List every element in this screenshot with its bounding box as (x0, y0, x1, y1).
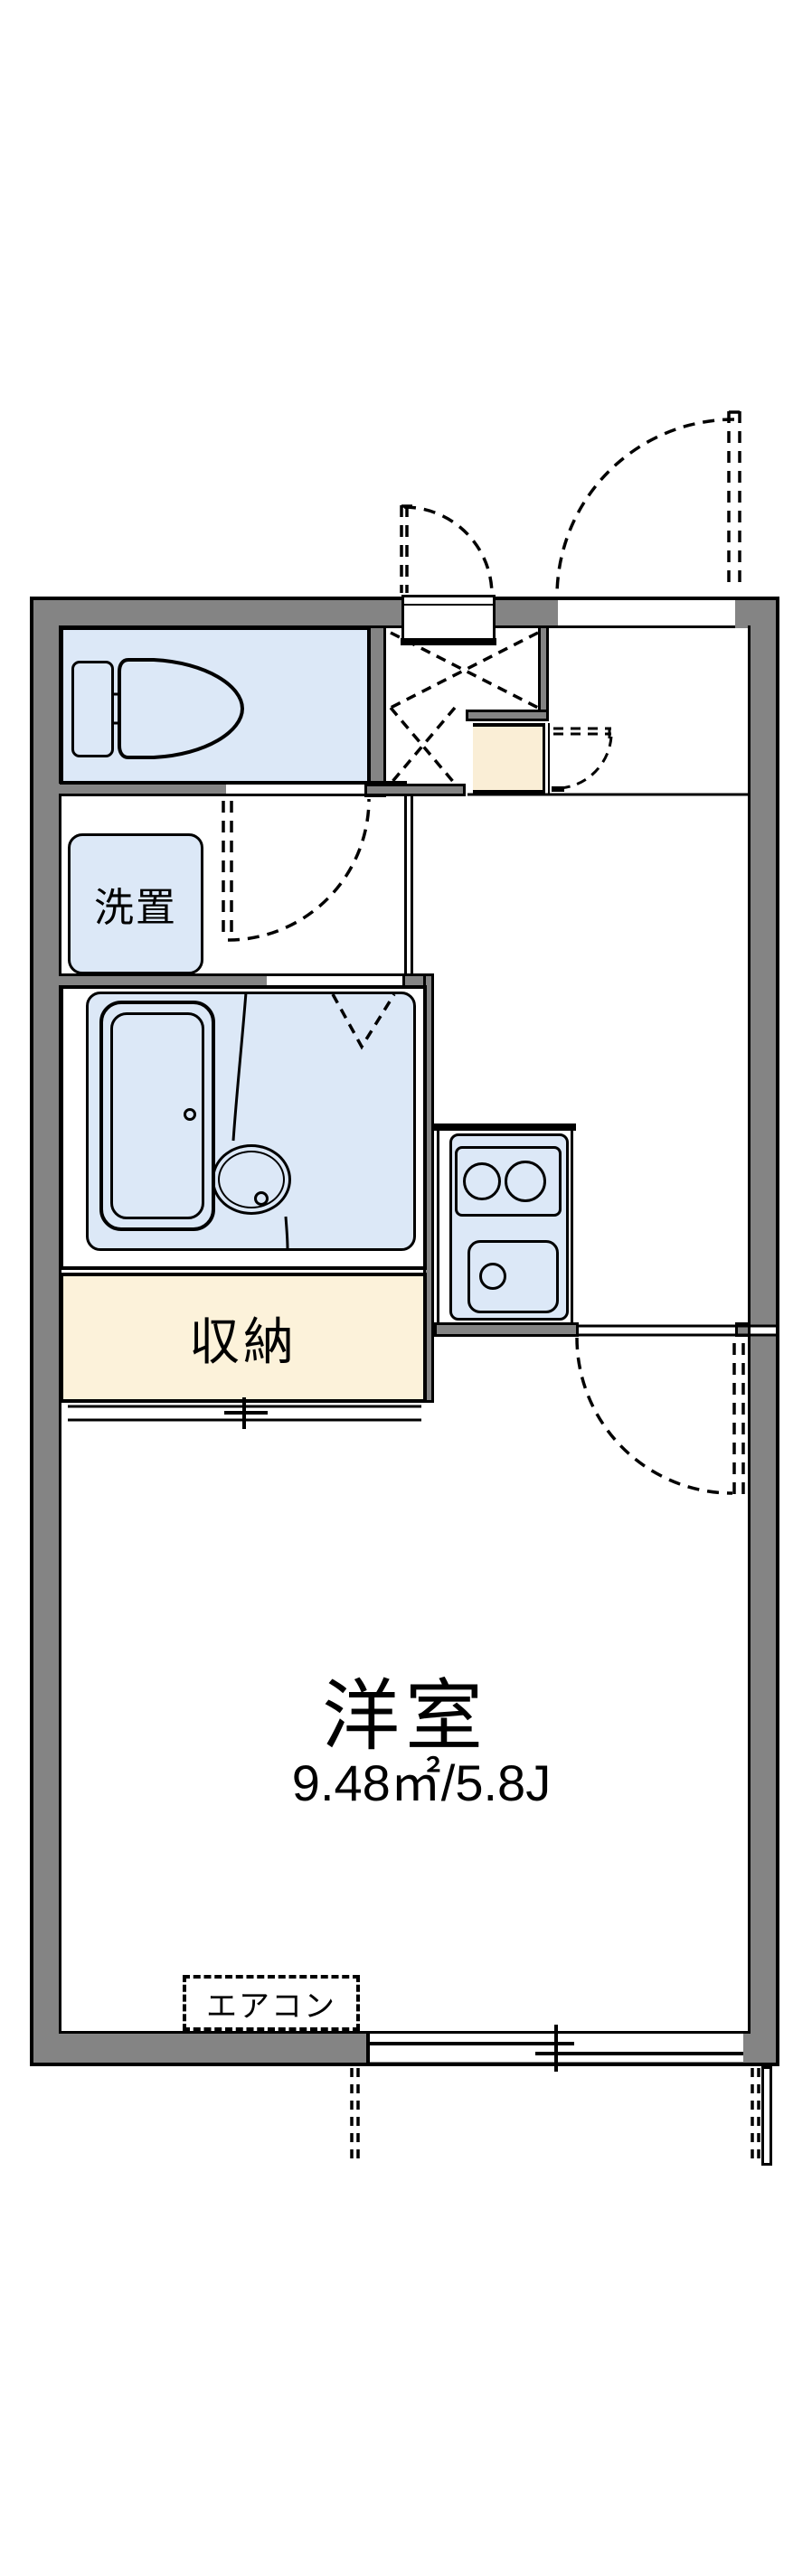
toilet-tank (71, 661, 114, 757)
washer-label: 洗置 (94, 886, 177, 930)
porch-door (400, 504, 494, 596)
shoe-cabinet-edge-line (548, 723, 550, 794)
balcony-dividers (350, 2068, 760, 2165)
wall-block-top-right (735, 600, 748, 628)
wall-door-hinge-nub (735, 1322, 751, 1337)
shoe-cabinet (473, 723, 545, 794)
aircon-box: エアコン (183, 1975, 360, 2031)
wall-genkan-bottom (364, 784, 466, 796)
aircon-label: エアコン (206, 1988, 336, 2024)
washer-pad: 洗置 (68, 833, 203, 974)
porch-inner-line (404, 604, 493, 606)
main-room-area: 9.48㎡/5.8J (291, 1754, 552, 1811)
right-wall-gap (748, 1325, 776, 1334)
closet-label: 収納 (189, 1312, 297, 1370)
main-room-name: 洋室 (322, 1673, 488, 1760)
kitchen-sink-drain (479, 1263, 506, 1290)
stove-burner-right (505, 1161, 546, 1202)
closet: 収納 (60, 1273, 427, 1403)
bath-door-opening (267, 976, 402, 985)
kitchen-counter-top-edge (434, 1123, 576, 1131)
wall-washroom-corridor (404, 794, 413, 975)
stove-burner-left (463, 1162, 501, 1200)
wall-genkan-right (538, 625, 549, 721)
toilet-door-opening (226, 784, 368, 794)
entrance-step (401, 638, 496, 645)
entrance-opening (558, 600, 735, 625)
window-opening (368, 2034, 743, 2062)
balcony-right-stub (761, 2066, 772, 2166)
entrance-door (555, 410, 741, 597)
wall-genkan-step (466, 710, 549, 721)
bath-sink-inner (218, 1151, 285, 1208)
bathtub-inner (110, 1012, 204, 1219)
bath-sink (212, 1144, 291, 1215)
bathtub-drain (184, 1108, 196, 1121)
entrance-porch (401, 595, 496, 640)
bath-sink-drain (254, 1191, 269, 1206)
